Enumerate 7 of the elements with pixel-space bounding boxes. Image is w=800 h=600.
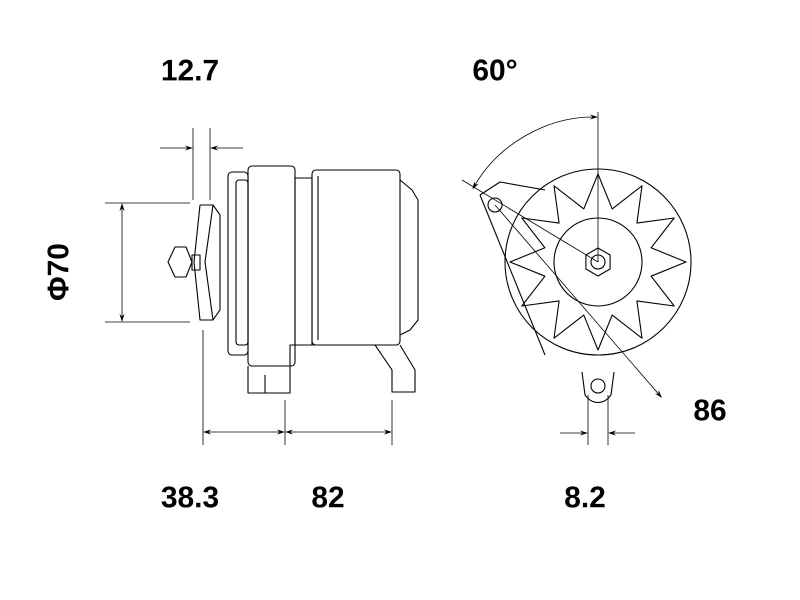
dimension-label: 82 [312, 486, 344, 508]
dimension-label: 12.7 [162, 60, 218, 80]
dimension-label: 8.2 [565, 486, 605, 508]
dimension-label: 38.3 [162, 486, 218, 508]
dimension-label: 60° [474, 59, 516, 81]
dimension-label: Φ70 [47, 244, 69, 300]
dimension-label: 86 [694, 399, 726, 421]
